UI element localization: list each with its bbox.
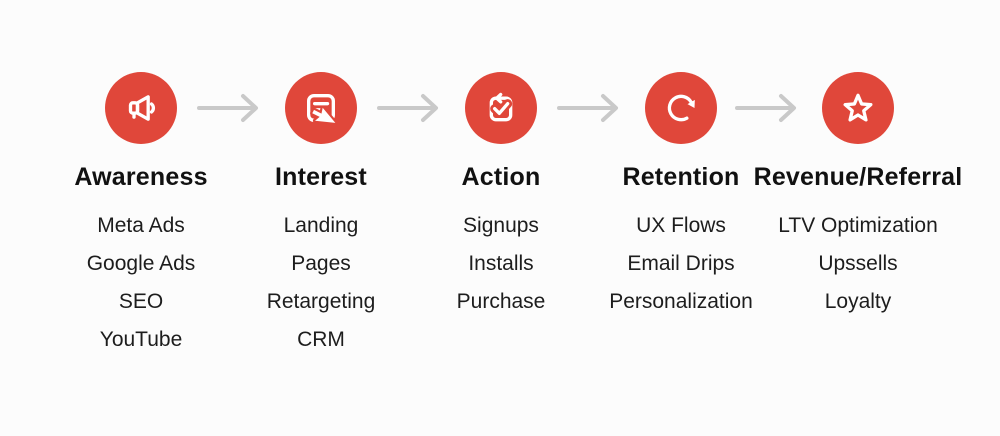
stage-item: Email Drips xyxy=(627,252,735,275)
stage-title: Awareness xyxy=(74,163,208,191)
stage-item: Purchase xyxy=(456,290,546,313)
stage-item-list: Landing Pages Retargeting CRM xyxy=(211,207,431,359)
stage-item: Loyalty xyxy=(824,290,892,313)
megaphone-icon xyxy=(128,95,155,121)
stage-title: Interest xyxy=(275,163,367,191)
stage-item: Upssells xyxy=(818,252,898,275)
stage-item: LTV Optimization xyxy=(778,214,938,237)
revenue-circle xyxy=(822,72,894,144)
stage-awareness: Awareness Meta Ads Google Ads SEO YouTub… xyxy=(31,72,251,359)
stage-action: Action Signups Installs Purchase xyxy=(391,72,611,321)
stage-item: Google Ads xyxy=(86,252,196,275)
stage-retention: Retention UX Flows Email Drips Personali… xyxy=(571,72,791,321)
refresh-icon xyxy=(667,94,695,122)
stage-title: Action xyxy=(461,163,541,191)
stage-item: Pages xyxy=(291,252,351,275)
flow-arrow xyxy=(557,94,618,122)
stage-item-list: Meta Ads Google Ads SEO YouTube xyxy=(31,207,251,359)
stage-item: YouTube xyxy=(99,328,183,351)
interest-circle xyxy=(285,72,357,144)
action-circle xyxy=(465,72,537,144)
stage-title: Retention xyxy=(622,163,740,191)
stage-interest: Interest Landing Pages Retargeting CRM xyxy=(211,72,431,359)
stage-item: Signups xyxy=(463,214,539,237)
stage-title: Revenue/Referral xyxy=(753,163,963,191)
stage-item: Landing xyxy=(283,214,359,237)
stage-revenue-referral: Revenue/Referral LTV Optimization Upssel… xyxy=(748,72,968,321)
star-icon xyxy=(843,93,873,122)
clipboard-check-icon xyxy=(489,92,513,122)
flow-arrow xyxy=(197,94,258,122)
stage-item: UX Flows xyxy=(636,214,726,237)
retention-circle xyxy=(645,72,717,144)
flow-arrow xyxy=(377,94,438,122)
stage-item: Installs xyxy=(468,252,534,275)
stage-item-list: Signups Installs Purchase xyxy=(391,207,611,321)
stage-item: Meta Ads xyxy=(97,214,185,237)
stage-item: Retargeting xyxy=(266,290,376,313)
awareness-circle xyxy=(105,72,177,144)
stage-item: Personalization xyxy=(609,290,753,313)
stage-item: CRM xyxy=(297,328,345,351)
stage-item-list: UX Flows Email Drips Personalization xyxy=(571,207,791,321)
form-click-icon xyxy=(306,93,338,125)
flow-arrow xyxy=(735,94,796,122)
stage-item-list: LTV Optimization Upssells Loyalty xyxy=(748,207,968,321)
stage-item: SEO xyxy=(118,290,164,313)
